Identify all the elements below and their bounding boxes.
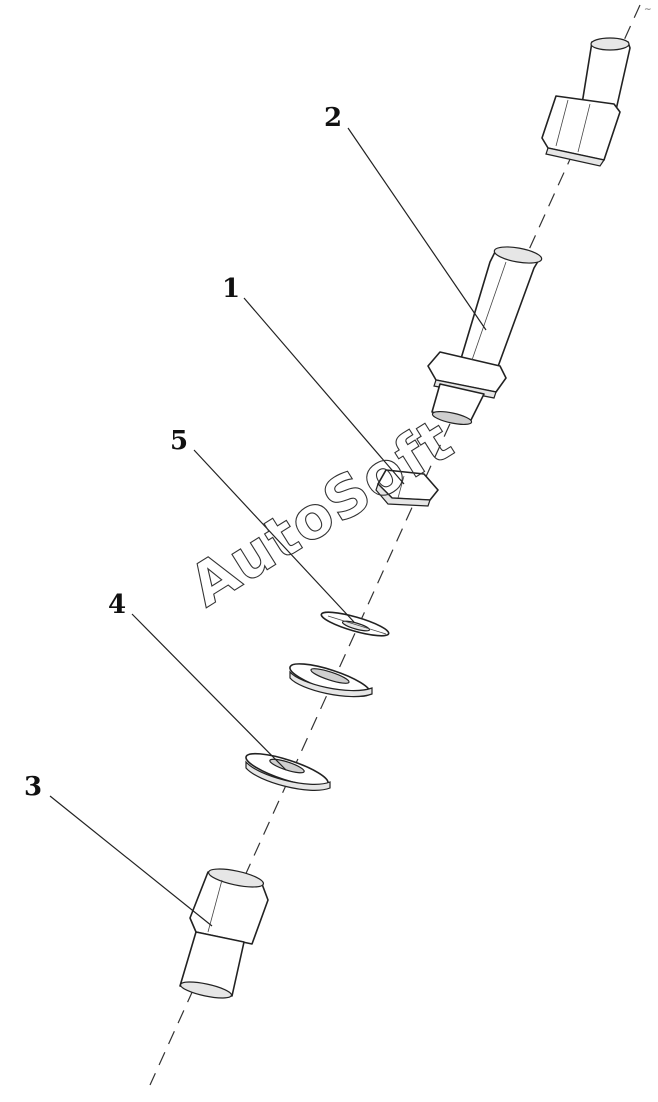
center-axis-line [149, 4, 641, 1086]
callout-label-3: 3 [24, 772, 42, 802]
part-3-fitting [179, 868, 269, 999]
part-1-nut [375, 469, 439, 507]
corner-mark: ~ [644, 5, 652, 15]
leader-line-3 [49, 795, 213, 927]
top-fitting-part [541, 37, 631, 167]
leader-line-2 [347, 127, 487, 331]
part-2-adapter-bolt [427, 246, 543, 426]
leader-line-1 [243, 297, 405, 485]
part-5-washer [320, 611, 390, 637]
spacer-ring [289, 663, 373, 698]
callout-label-2: 2 [324, 103, 342, 133]
leader-line-4 [131, 613, 287, 771]
callout-label-1: 1 [222, 274, 240, 304]
callout-label-5: 5 [170, 426, 188, 456]
leader-line-5 [193, 449, 355, 623]
part-4-washer [245, 752, 331, 791]
autosoft-watermark: AutoSoft [177, 405, 464, 620]
callout-label-4: 4 [108, 590, 126, 620]
